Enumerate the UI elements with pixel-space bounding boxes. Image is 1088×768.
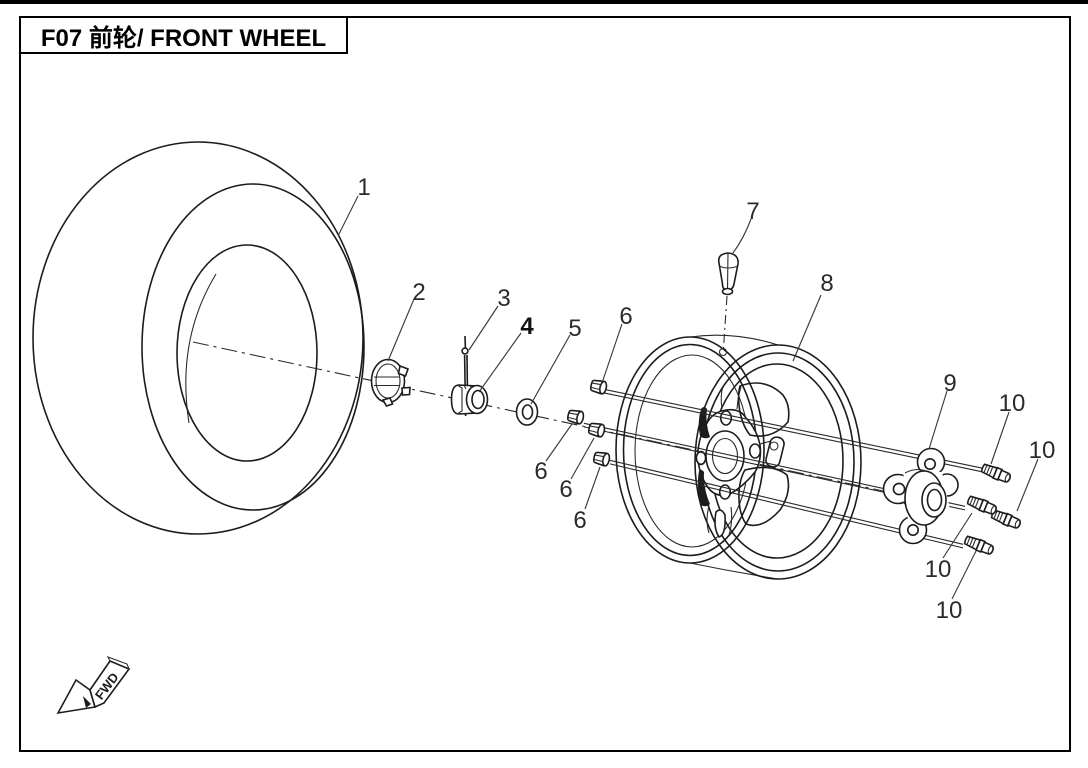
page-frame	[19, 16, 1071, 752]
tire	[32, 141, 365, 535]
callout-part3: 3	[497, 285, 510, 312]
valve-hole	[718, 347, 728, 357]
leader-lines	[338, 195, 1039, 600]
wheel-bolt	[979, 461, 1013, 485]
callout-part6: 6	[559, 476, 572, 503]
callout-part8: 8	[820, 270, 833, 297]
valve-stem	[717, 252, 739, 349]
wheel-bolt	[962, 533, 996, 557]
title-box: F07 前轮/ FRONT WHEEL	[19, 16, 348, 54]
page-title: F07 前轮/ FRONT WHEEL	[40, 24, 327, 52]
callout-part7: 7	[746, 198, 759, 225]
callout-part2: 2	[412, 279, 425, 306]
callout-part10: 10	[936, 597, 963, 624]
wheel-rim	[615, 334, 862, 580]
lug-nut	[566, 408, 586, 426]
callout-part10: 10	[999, 390, 1026, 417]
wheel-hub	[882, 447, 959, 545]
callout-part9: 9	[943, 370, 956, 397]
axle-centerline	[192, 341, 949, 506]
callout-part4: 4	[520, 313, 534, 340]
lug-nut	[589, 378, 609, 396]
wheel-face	[695, 382, 790, 538]
callout-labels: 1 2 3 4 5 6 6 6 6 7 8 9 10 10 10 10	[357, 174, 1055, 624]
callout-part10: 10	[1029, 437, 1056, 464]
lug-nut	[587, 421, 607, 439]
callout-part10: 10	[925, 556, 952, 583]
wheel-bolt	[965, 493, 999, 517]
callout-part6: 6	[534, 458, 547, 485]
callout-part6: 6	[619, 303, 632, 330]
fwd-marker: FWD	[56, 656, 131, 715]
callout-part6: 6	[573, 507, 586, 534]
lug-nut	[592, 450, 612, 468]
castle-nut	[450, 384, 489, 415]
washer	[515, 398, 539, 426]
hub-cap	[370, 358, 411, 407]
callout-part1: 1	[357, 174, 370, 201]
lug-nuts	[566, 378, 612, 468]
keyhole-slot	[765, 436, 785, 468]
callout-part5: 5	[568, 315, 581, 342]
wheel-bolts	[962, 461, 1023, 557]
top-black-bar	[0, 0, 1088, 4]
